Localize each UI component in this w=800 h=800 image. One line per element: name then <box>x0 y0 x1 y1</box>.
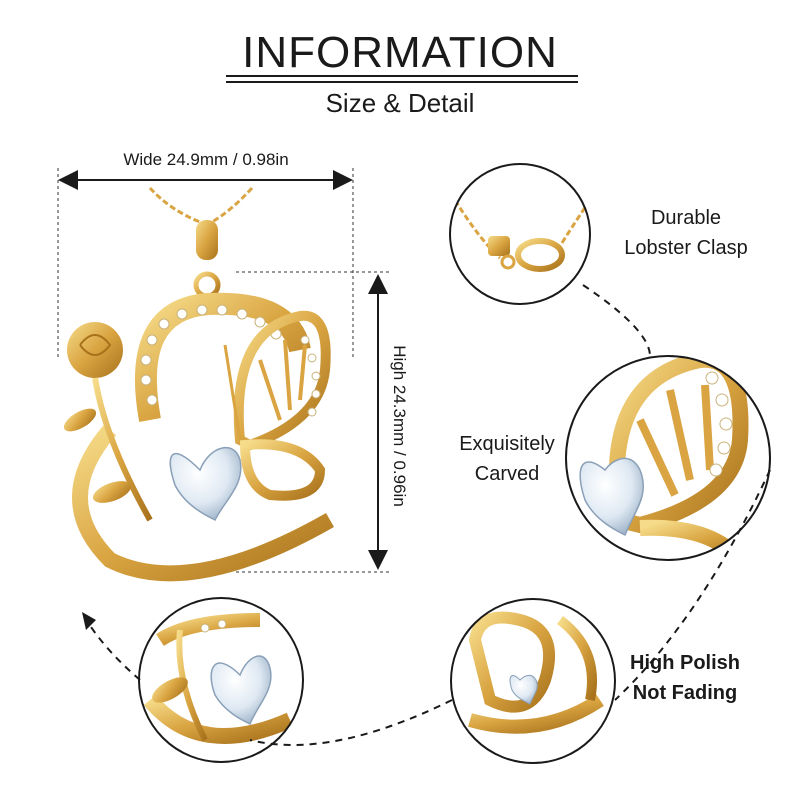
page-subtitle: Size & Detail <box>325 88 475 118</box>
detail-circle-clasp <box>449 163 591 305</box>
width-label: Wide 24.9mm / 0.98in <box>123 150 289 169</box>
height-dimension <box>236 271 392 573</box>
feature-clasp-line1: Durable <box>650 207 722 229</box>
title-underline-top <box>226 75 578 77</box>
height-label: High 24.3mm / 0.96in <box>390 345 409 507</box>
feature-carved-line1: Exquisitely <box>459 433 555 455</box>
flow-arrow-head <box>82 612 96 630</box>
feature-polish-line1: High Polish <box>630 652 740 674</box>
feature-polish-line2: Not Fading <box>632 682 738 704</box>
width-dimension <box>57 168 354 360</box>
detail-circle-rose <box>138 597 304 763</box>
pendant-main <box>63 186 334 582</box>
feature-carved-caption: Exquisitely Carved <box>432 429 582 489</box>
title-underline-bottom <box>226 81 578 83</box>
page-title: INFORMATION <box>242 28 558 77</box>
feature-polish-caption: High Polish Not Fading <box>600 648 770 708</box>
feature-clasp-caption: Durable Lobster Clasp <box>606 203 766 263</box>
feature-carved-line2: Carved <box>474 463 540 485</box>
detail-circle-polish <box>450 598 616 764</box>
feature-clasp-line2: Lobster Clasp <box>624 237 748 259</box>
